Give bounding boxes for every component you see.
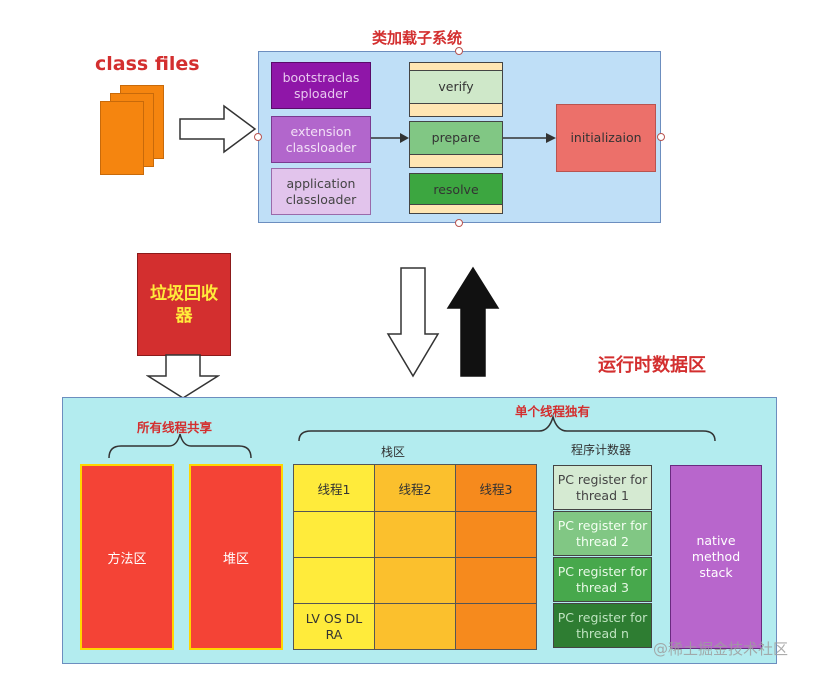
native-method-stack-box: native method stack — [670, 465, 762, 649]
pc-register-n-label: PC register for thread n — [557, 609, 648, 641]
pc-label: 程序计数器 — [571, 443, 632, 457]
method-area-label: 方法区 — [107, 551, 147, 567]
extension-loader-label: extension classloader — [285, 123, 357, 155]
application-loader-label: application classloader — [285, 175, 357, 207]
flow-arrow-icon — [503, 133, 556, 143]
heap-box: 堆区 — [189, 464, 283, 650]
stack-frame-cell — [455, 511, 537, 558]
load-arrow-icon — [179, 104, 257, 154]
shared-brace-icon — [108, 433, 252, 459]
initialization-label: initializaion — [570, 130, 642, 145]
runtime-title: 运行时数据区 — [598, 355, 706, 376]
stack-frame-detail-cell: LV OS DL RA — [293, 603, 375, 650]
up-arrow-icon — [446, 266, 500, 377]
extension-loader-box: extension classloader — [271, 116, 371, 163]
resolve-label: resolve — [433, 182, 479, 197]
stack-cell-thread-2: 线程2 — [374, 464, 456, 512]
shared-label: 所有线程共享 — [137, 420, 213, 435]
gc-box: 垃圾回收器 — [137, 253, 231, 356]
stack-frame-cell — [455, 603, 537, 650]
frame-detail-label: LV OS DL RA — [305, 610, 363, 642]
stack-frame-cell — [455, 557, 537, 604]
watermark: @稀土掘金技术社区 — [653, 640, 789, 658]
pc-register-3-label: PC register for thread 3 — [557, 563, 648, 595]
class-file-icon — [100, 101, 144, 175]
stack-cell-thread-1: 线程1 — [293, 464, 375, 512]
thread-3-label: 线程3 — [479, 481, 513, 497]
private-brace-icon — [298, 414, 716, 442]
bootstrap-loader-box: bootstraclas sploader — [271, 62, 371, 109]
application-loader-box: application classloader — [271, 168, 371, 215]
verify-stage: verify — [409, 70, 503, 104]
stack-frame-cell — [374, 511, 456, 558]
thread-1-label: 线程1 — [317, 481, 351, 497]
prepare-label: prepare — [431, 130, 481, 145]
down-arrow-icon — [386, 267, 440, 378]
pc-register-1-label: PC register for thread 1 — [557, 471, 648, 503]
heap-label: 堆区 — [222, 551, 249, 567]
private-label: 单个线程独有 — [515, 404, 591, 419]
gc-down-arrow-icon — [146, 354, 220, 399]
native-method-stack-label: native method stack — [691, 533, 741, 580]
stack-frame-cell — [293, 511, 375, 558]
class-files-label: class files — [95, 53, 200, 75]
connection-port — [455, 47, 463, 55]
thread-2-label: 线程2 — [398, 481, 432, 497]
connection-port — [254, 133, 262, 141]
pc-register-thread-2: PC register for thread 2 — [553, 511, 652, 556]
stack-frame-cell — [374, 557, 456, 604]
connection-port — [657, 133, 665, 141]
stage-separator — [409, 204, 503, 214]
stage-separator — [409, 103, 503, 117]
stack-frame-cell — [293, 557, 375, 604]
loader-system-title: 类加载子系统 — [372, 29, 463, 47]
stack-cell-thread-3: 线程3 — [455, 464, 537, 512]
pc-register-thread-n: PC register for thread n — [553, 603, 652, 648]
pc-register-thread-3: PC register for thread 3 — [553, 557, 652, 602]
gc-label: 垃圾回收器 — [150, 283, 218, 326]
flow-arrow-icon — [371, 133, 409, 143]
prepare-stage: prepare — [409, 121, 503, 155]
pc-register-thread-1: PC register for thread 1 — [553, 465, 652, 510]
stage-separator — [409, 154, 503, 168]
bootstrap-loader-label: bootstraclas sploader — [282, 69, 360, 101]
resolve-stage: resolve — [409, 173, 503, 207]
connection-port — [455, 219, 463, 227]
method-area-box: 方法区 — [80, 464, 174, 650]
pc-register-2-label: PC register for thread 2 — [557, 517, 648, 549]
verify-label: verify — [438, 79, 474, 94]
stack-frame-cell — [374, 603, 456, 650]
initialization-box: initializaion — [556, 104, 656, 172]
stack-label: 栈区 — [381, 445, 406, 459]
